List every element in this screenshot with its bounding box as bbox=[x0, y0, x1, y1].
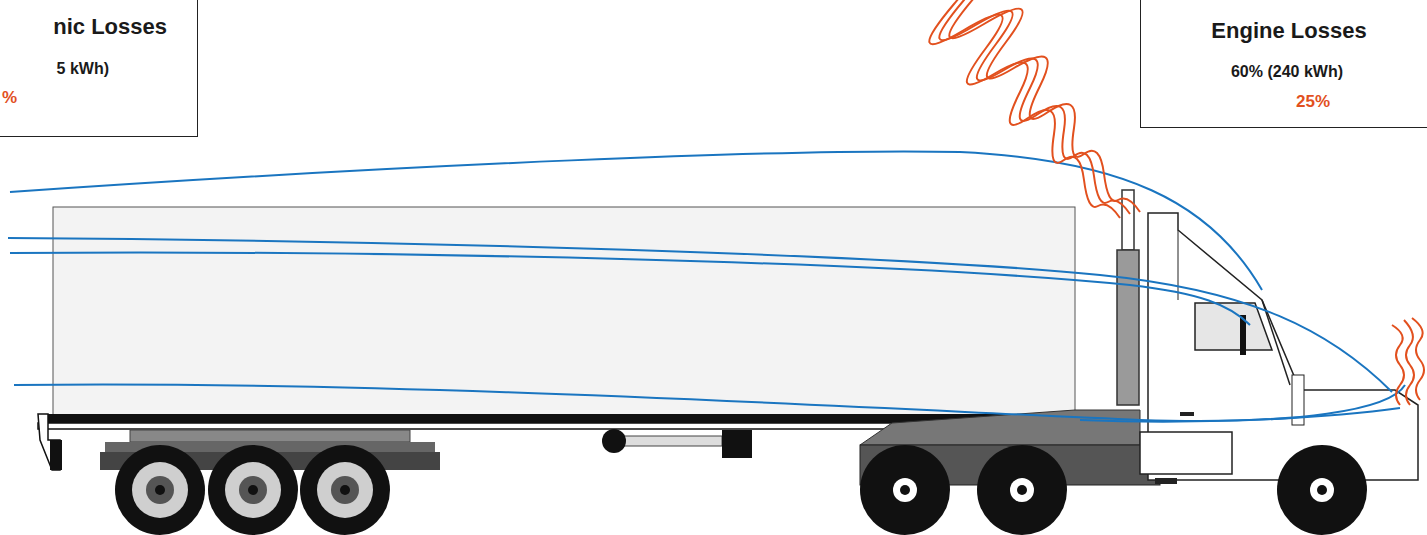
trailer-box bbox=[53, 207, 1075, 415]
fuel-tank bbox=[1140, 432, 1232, 474]
value-label: 5 kWh) bbox=[57, 60, 109, 78]
percent-label: 25% bbox=[1296, 92, 1330, 112]
landing-gear bbox=[612, 436, 722, 446]
loss-box: Engine Losses 60% (240 kWh) 25% bbox=[1140, 0, 1427, 128]
door-handle bbox=[1180, 412, 1194, 416]
windshield bbox=[1262, 300, 1290, 385]
percent-label: % bbox=[2, 88, 17, 108]
rear-light bbox=[50, 440, 62, 470]
landing-gear-foot bbox=[602, 429, 626, 453]
airflow-lines bbox=[8, 151, 1405, 421]
sleeper-edge bbox=[1178, 230, 1179, 300]
value-label: 60% (240 kWh) bbox=[1231, 63, 1343, 81]
fuel-cap bbox=[1155, 478, 1177, 484]
loss-box: nic Losses 5 kWh)% bbox=[0, 0, 198, 137]
heading-label: nic Losses bbox=[53, 14, 167, 39]
heading-label: Engine Losses bbox=[1211, 18, 1366, 43]
tractor-wheels bbox=[860, 445, 1367, 535]
landing-gear-crank bbox=[722, 430, 752, 458]
trailer-chassis bbox=[130, 430, 410, 442]
fifth-wheel bbox=[860, 410, 1140, 445]
cab-window bbox=[1195, 303, 1272, 350]
exhaust-stack bbox=[1117, 250, 1139, 405]
trailer-wheels bbox=[115, 445, 390, 535]
